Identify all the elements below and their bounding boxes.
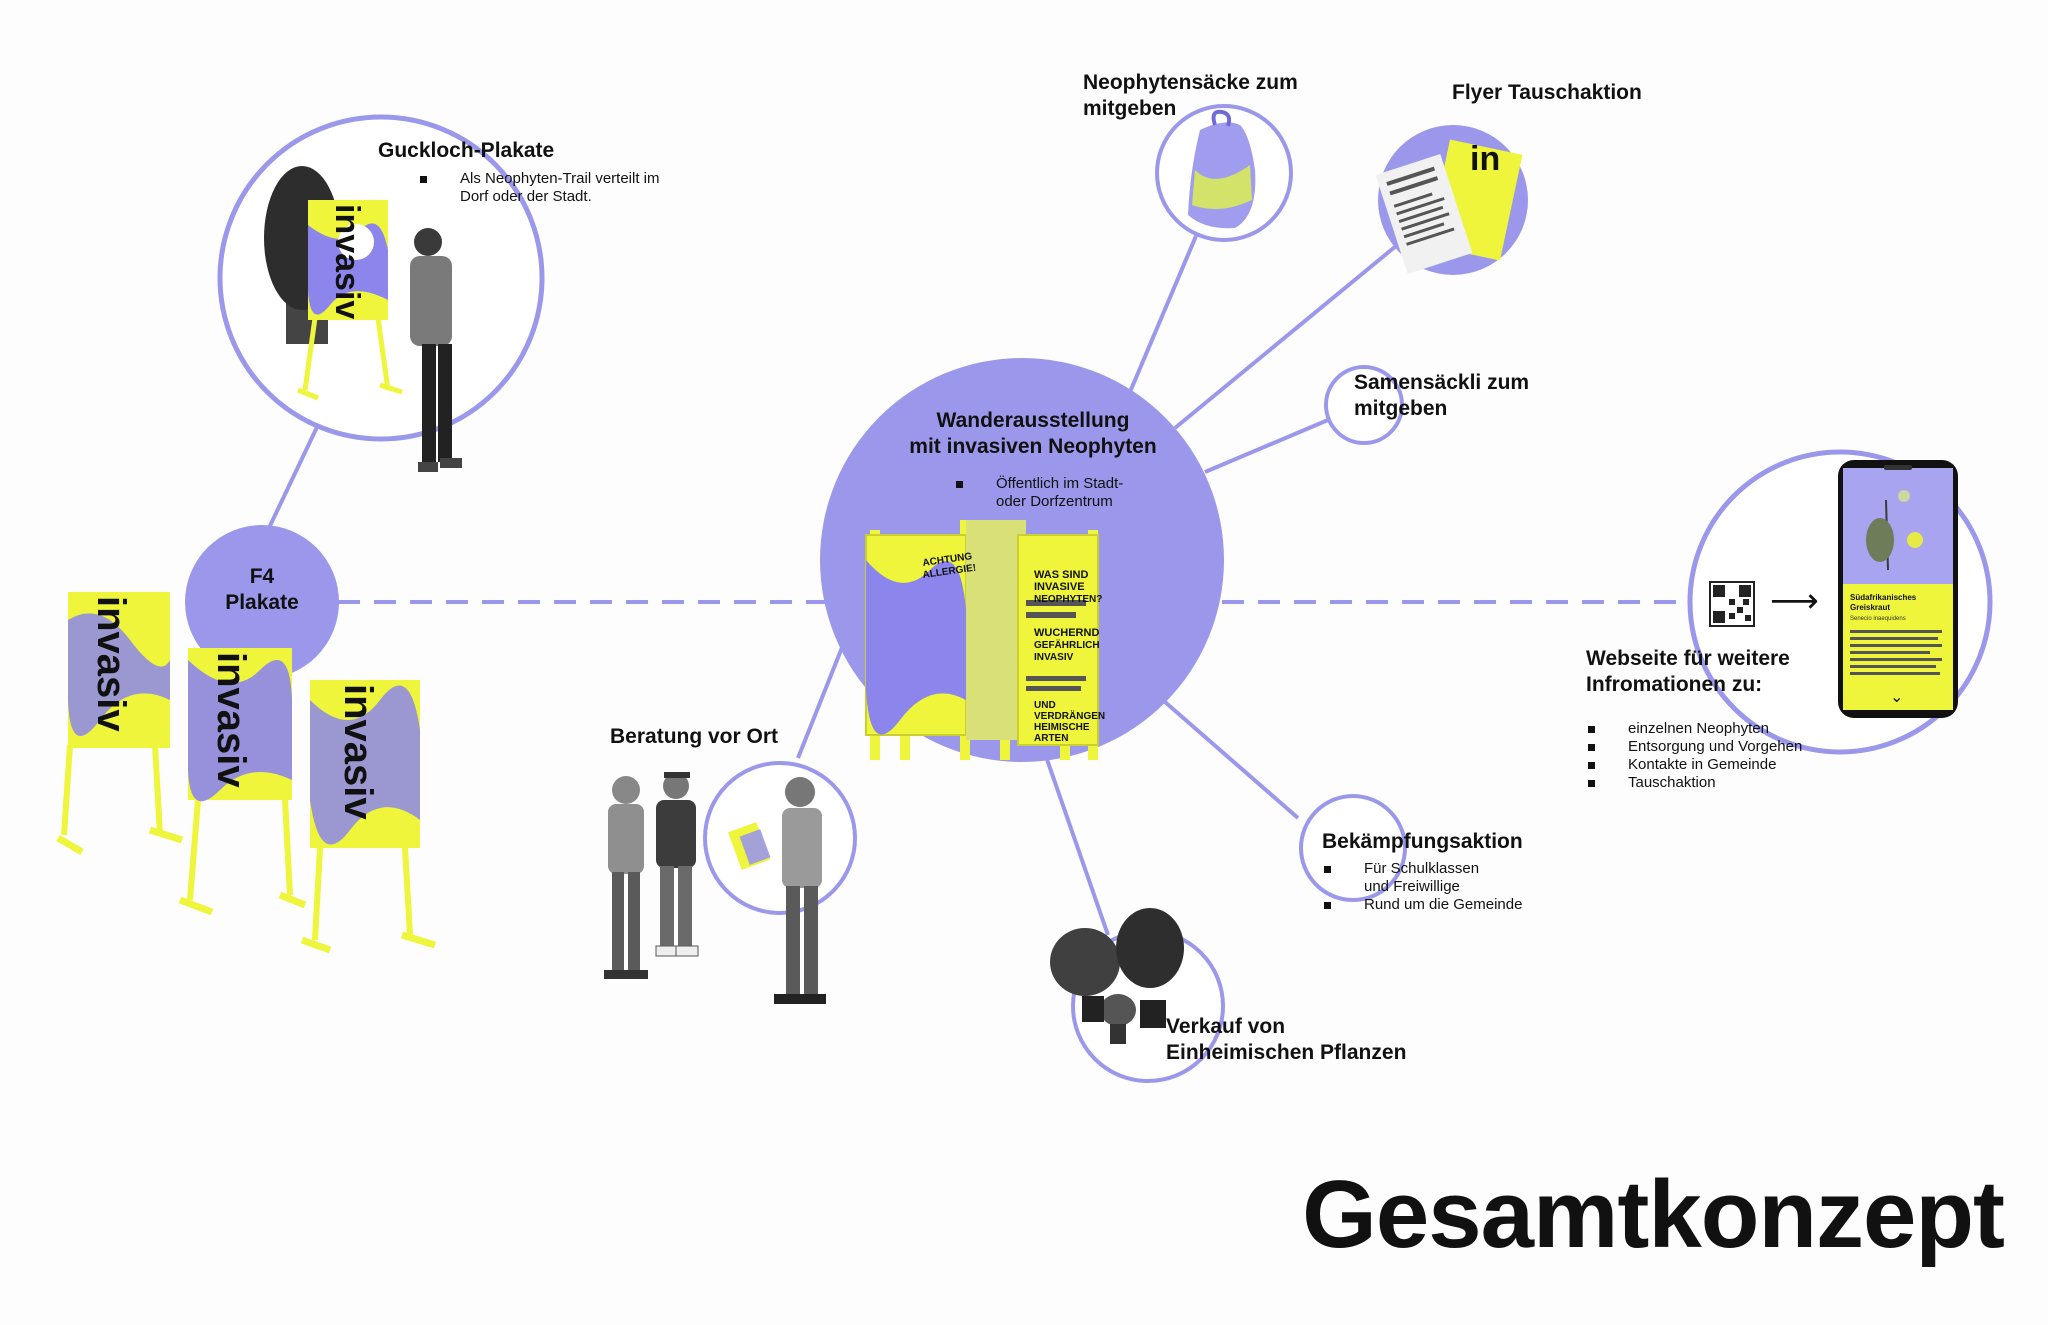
pavilion-panel-mid — [966, 520, 1026, 740]
node-beratung — [703, 761, 857, 915]
pavilion: ACHTUNG ALLERGIE! WAS SIND INVASIVE NEOP… — [865, 520, 1105, 760]
beratung-people — [604, 772, 826, 1004]
guckloch-poster-word: invasiv — [328, 204, 366, 319]
f4-label: F4 Plakate — [202, 564, 322, 616]
pavilion-text-7: GEFÄHRLICH — [1034, 638, 1100, 651]
arrow-icon: ⟶ — [1770, 582, 1819, 620]
flyer-label: Flyer Tauschaktion — [1452, 81, 1642, 104]
verkauf-label: Verkauf von Einheimischen Pflanzen — [1166, 1014, 1406, 1066]
person-woman — [604, 776, 648, 979]
person-consultant — [774, 777, 826, 1004]
bekaempfung-label: Bekämpfungsaktion — [1322, 830, 1523, 853]
pavilion-text-9: UND — [1034, 700, 1056, 711]
pavilion-text-8: INVASIV — [1034, 652, 1074, 663]
f4-posters: invasiv invasiv invasiv — [56, 592, 437, 954]
center-title-line2: mit invasiven Neophyten — [909, 435, 1157, 458]
center-bullet: Öffentlich im Stadt- oder Dorfzentrum — [956, 475, 1123, 511]
phone-chevron-icon[interactable]: ⌄ — [1890, 689, 1903, 706]
node-bekaempfung — [1299, 794, 1407, 902]
f4-label-line2: Plakate — [225, 591, 299, 614]
connector-center-flyer — [1173, 244, 1398, 430]
f4-poster-1-word: invasiv — [89, 596, 133, 732]
guckloch-scene: invasiv — [264, 166, 462, 472]
node-f4 — [185, 525, 339, 679]
bekaempfung-bullet-2: Rund um die Gemeinde — [1324, 896, 1522, 914]
webseite-label-line2: Infromationen zu: — [1586, 673, 1763, 696]
center-bullet-line2: oder Dorfzentrum — [996, 493, 1113, 510]
guckloch-title: Guckloch-Plakate — [378, 139, 555, 162]
verkauf-label-line1: Verkauf von — [1166, 1015, 1286, 1038]
verkauf-label-line2: Einheimischen Pflanzen — [1166, 1041, 1407, 1064]
webseite-label: Webseite für weitere Infromationen zu: — [1586, 646, 1790, 698]
pavilion-panel-right — [1017, 534, 1099, 746]
webseite-list-item: einzelnen Neophyten — [1588, 720, 1802, 738]
verkauf-plants — [1050, 908, 1184, 1044]
saecke-label-line1: Neophytensäcke zum — [1083, 71, 1298, 94]
beratung-label: Beratung vor Ort — [610, 725, 779, 748]
guckloch-bullets: Als Neophyten-Trail verteilt im Dorf ode… — [420, 170, 660, 206]
webseite-graphics: ⟶ Südafrikanisches Greiskraut Senecio in… — [1709, 460, 1958, 718]
f4-label-line1: F4 — [249, 565, 275, 588]
center-bullets: Öffentlich im Stadt- oder Dorfzentrum — [956, 475, 1123, 511]
center-title: Wanderausstellung mit invasiven Neophyte… — [888, 408, 1178, 460]
flyer-word: in — [1470, 140, 1500, 178]
webseite-list: einzelnen Neophyten Entsorgung und Vorge… — [1588, 720, 1802, 792]
f4-poster-3-word: invasiv — [336, 684, 380, 820]
pavilion-text-10: VERDRÄNGEN — [1034, 709, 1105, 722]
flyers: in — [1375, 139, 1523, 274]
center-title-line1: Wanderausstellung — [936, 409, 1130, 432]
f4-poster-3: invasiv — [300, 680, 437, 954]
pavilion-text-5: NEOPHYTEN? — [1034, 594, 1102, 605]
pavilion-text-6: WUCHERND — [1034, 627, 1099, 639]
guckloch-bullet: Als Neophyten-Trail verteilt im Dorf ode… — [420, 170, 660, 206]
webseite-list-item: Tauschaktion — [1588, 774, 1802, 792]
bekaempfung-bullet-1-line1: Für Schulklassen — [1364, 860, 1480, 877]
connector-center-saecke — [1128, 235, 1198, 393]
webseite-list-item: Kontakte in Gemeinde — [1588, 756, 1802, 774]
samen-label-line2: mitgeben — [1354, 397, 1448, 420]
bekaempfung-bullet-1-line2: und Freiwillige — [1364, 878, 1460, 895]
pavilion-text-4: INVASIVE — [1034, 581, 1085, 593]
pavilion-text-3: WAS SIND — [1034, 569, 1088, 581]
guckloch-bullet-line1: Als Neophyten-Trail verteilt im — [460, 170, 660, 187]
phone-title-line2: Greiskraut — [1850, 603, 1890, 612]
f4-poster-2-word: invasiv — [209, 652, 253, 788]
phone-subtitle: Senecio inaequidens — [1850, 616, 1906, 622]
center-bullet-line1: Öffentlich im Stadt- — [996, 475, 1124, 492]
saecke-label: Neophytensäcke zum mitgeben — [1083, 70, 1298, 122]
connector-center-samen — [1204, 418, 1329, 474]
guckloch-bullet-line2: Dorf oder der Stadt. — [460, 188, 592, 205]
pavilion-text-11: HEIMISCHE — [1034, 722, 1090, 733]
webseite-list-item: Entsorgung und Vorgehen — [1588, 738, 1802, 756]
guckloch-hole — [338, 224, 374, 260]
f4-poster-1: invasiv — [56, 592, 184, 856]
connectors — [266, 235, 1694, 936]
webseite-label-line1: Webseite für weitere — [1586, 647, 1790, 670]
connector-center-bekaempfung — [1163, 700, 1300, 820]
samen-label-line1: Samensäckli zum — [1354, 371, 1530, 394]
page-title: Gesamtkonzept — [1302, 1161, 2005, 1268]
neophyten-sack — [1188, 109, 1256, 229]
saecke-label-line2: mitgeben — [1083, 97, 1177, 120]
connector-center-verkauf — [1040, 744, 1110, 936]
f4-poster-2: invasiv — [178, 648, 307, 916]
phone: Südafrikanisches Greiskraut Senecio inae… — [1838, 460, 1958, 718]
phone-title-line1: Südafrikanisches — [1850, 593, 1917, 602]
node-samen — [1324, 365, 1404, 445]
connector-center-beratung — [796, 639, 847, 759]
connector-f4-guckloch — [266, 424, 320, 531]
person-viewer — [410, 228, 462, 472]
bekaempfung-bullet-1: Für Schulklassen und Freiwillige — [1324, 860, 1522, 896]
pavilion-text-12: ARTEN — [1034, 733, 1068, 744]
bekaempfung-bullets: Für Schulklassen und Freiwillige Rund um… — [1324, 860, 1522, 914]
qr-code — [1709, 581, 1755, 627]
person-man-cap — [655, 772, 699, 957]
samen-label: Samensäckli zum mitgeben — [1354, 370, 1529, 422]
